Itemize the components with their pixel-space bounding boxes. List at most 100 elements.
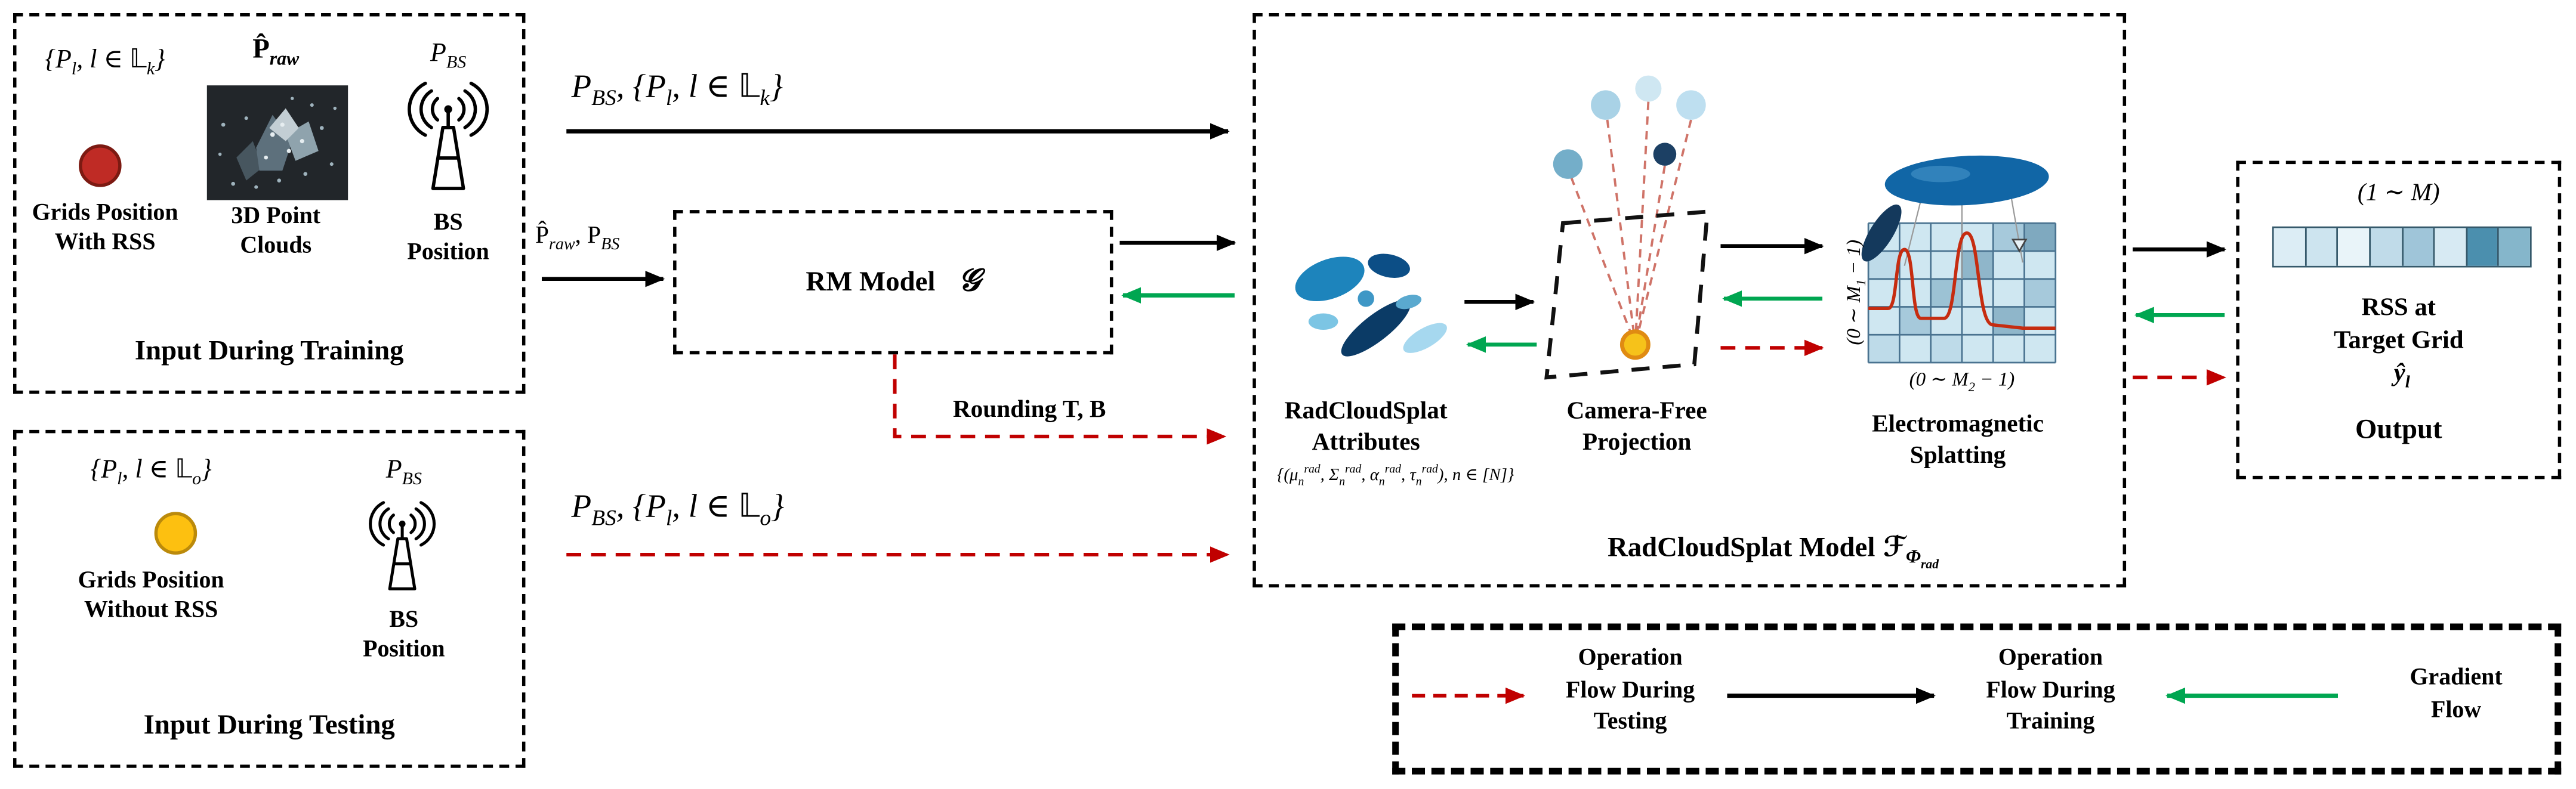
caption-line: Flow During xyxy=(1566,677,1695,704)
antenna-tower xyxy=(431,126,465,190)
signal-wave xyxy=(463,89,477,129)
gaussian-ellipse xyxy=(1341,299,1411,357)
model-title-symbol: ℱΦrad xyxy=(1883,531,1939,573)
output-range-label: (1 ∼ M) xyxy=(2357,180,2440,207)
gaussian-ellipse xyxy=(1403,323,1447,353)
legend-gradient-label: Gradient Flow xyxy=(2358,663,2555,728)
rss-cell xyxy=(2497,228,2530,266)
radcloudsplat-model-panel: RadCloudSplat Attributes {(μnrad, Σnrad,… xyxy=(1252,13,2127,588)
point-cloud-speckles xyxy=(218,97,337,189)
grid-marker-triangle xyxy=(2011,239,2028,253)
caption-line: Attributes xyxy=(1312,429,1420,456)
rss-cell xyxy=(2304,228,2337,266)
caption-line: Without RSS xyxy=(84,597,218,624)
caption-line: BS xyxy=(389,607,419,634)
pointcloud-caption: 3D Point Clouds xyxy=(197,203,354,262)
caption-line: Position xyxy=(363,636,445,663)
gaussian-attributes-illustration xyxy=(1295,253,1447,357)
caption-line: Electromagnetic xyxy=(1872,411,2044,438)
rss-cell xyxy=(2433,228,2466,266)
legend-testing-label: Operation Flow During Testing xyxy=(1538,643,1722,740)
caption-line: 3D Point xyxy=(231,203,321,230)
attributes-caption: RadCloudSplat Attributes xyxy=(1259,397,1473,458)
rm-input-label: P̂raw, PBS xyxy=(535,223,620,255)
caption-line: With RSS xyxy=(54,230,156,256)
caption-line: Grids Position xyxy=(32,200,178,227)
signal-wave xyxy=(469,81,489,137)
signal-wave xyxy=(419,89,433,129)
testing-bs-caption: BS Position xyxy=(338,607,470,666)
caption-line: Position xyxy=(407,239,489,266)
splat-side-ellipse xyxy=(1861,204,1902,262)
caption-line: Grids Position xyxy=(78,567,224,595)
splat-top-highlight xyxy=(1911,165,1970,182)
splat-point xyxy=(1653,143,1677,166)
signal-wave xyxy=(369,501,385,547)
point-cloud-highlights xyxy=(264,122,304,160)
rm-model-label: RM Model xyxy=(806,265,936,298)
electromagnetic-splatting-illustration xyxy=(1861,155,2057,364)
caption-line: BS xyxy=(433,210,463,237)
output-symbol: ŷl xyxy=(2393,360,2410,393)
training-bs-formula: PBS xyxy=(430,39,467,73)
antenna-glyph xyxy=(369,501,436,590)
caption-line: RadCloudSplat xyxy=(1284,398,1448,425)
rss-cell xyxy=(2336,228,2369,266)
output-caption-text: Target Grid xyxy=(2333,326,2464,355)
em-field-curve xyxy=(1868,231,2056,330)
legend-training-label: Operation Flow During Training xyxy=(1954,643,2148,740)
antenna-tower xyxy=(388,537,417,590)
antenna-tip xyxy=(399,520,406,527)
grid-with-rss-marker xyxy=(79,144,122,187)
point-cloud-block xyxy=(236,141,263,181)
splatting-caption: Electromagnetic Splatting xyxy=(1831,410,2085,471)
caption-line: Gradient xyxy=(2410,664,2503,691)
antenna-tip xyxy=(444,105,452,113)
point-cloud-image xyxy=(206,85,348,200)
gaussian-ellipse xyxy=(1308,313,1338,330)
rss-cell xyxy=(2368,228,2401,266)
signal-wave xyxy=(430,97,440,122)
training-panel-title: Input During Training xyxy=(134,335,404,366)
signal-wave xyxy=(378,507,390,541)
pointcloud-formula: P̂raw xyxy=(252,33,300,70)
caption-line: Projection xyxy=(1582,429,1692,456)
splat-point xyxy=(1553,149,1583,179)
target-grid-point xyxy=(1619,329,1651,360)
gaussian-ellipse xyxy=(1295,256,1365,302)
signal-wave xyxy=(409,513,417,534)
splatting-axis-bottom-label: (0 ∼ M2 − 1) xyxy=(1909,367,2015,395)
signal-wave xyxy=(457,97,466,122)
rss-cell xyxy=(2465,228,2498,266)
splat-top-ellipse xyxy=(1884,155,2049,206)
bs-antenna-icon xyxy=(408,81,489,190)
attributes-formula: {(μnrad, Σnrad, αnrad, τnrad), n ∈ [N]} xyxy=(1276,462,1514,488)
caption-line: Testing xyxy=(1593,708,1667,735)
model-title-text: RadCloudSplat Model xyxy=(1607,531,1875,563)
testing-grids-formula: {Pl, l ∈ 𝕃o} xyxy=(90,456,212,490)
rss-cell xyxy=(2401,228,2433,266)
bs-antenna-icon xyxy=(369,501,436,590)
caption-line: Clouds xyxy=(240,233,312,259)
caption-line: Splatting xyxy=(1909,442,2006,469)
caption-line: Operation xyxy=(1998,645,2103,672)
gaussian-ellipse xyxy=(1368,253,1410,278)
splat-grid-shaded-cells xyxy=(1868,223,2056,363)
splat-point xyxy=(1635,75,1662,102)
projection-caption: Camera-Free Projection xyxy=(1522,397,1752,458)
rss-grid-strip xyxy=(2272,226,2532,268)
rm-model-box: RM Model 𝒢 xyxy=(673,210,1113,355)
caption-line: Training xyxy=(2006,708,2095,735)
caption-line: Camera-Free xyxy=(1566,398,1707,425)
caption-line: Operation xyxy=(1578,645,1683,672)
output-panel-title: Output xyxy=(2355,413,2442,445)
gaussian-ellipse xyxy=(1358,290,1374,307)
input-training-panel: {Pl, l ∈ 𝕃k} Grids Position With RSS P̂r… xyxy=(13,13,526,394)
output-caption: RSS at Target Grid ŷl xyxy=(2239,292,2558,396)
signal-wave xyxy=(387,513,395,534)
testing-bs-formula: PBS xyxy=(385,456,422,490)
signal-wave xyxy=(414,507,426,541)
